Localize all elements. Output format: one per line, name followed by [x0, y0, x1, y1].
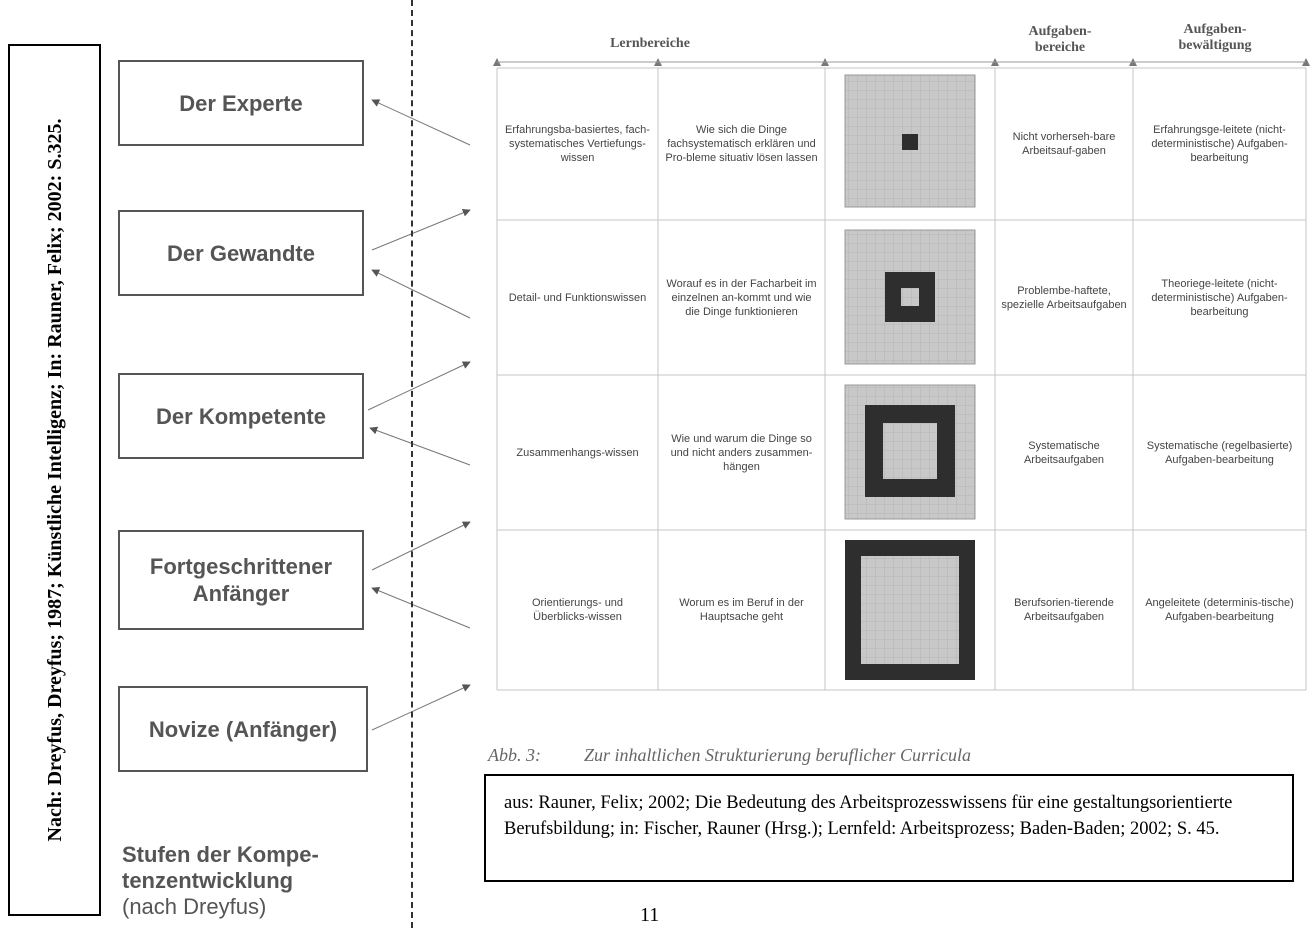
cell-r3-c4: Systematische Arbeitsaufgaben — [1023, 439, 1105, 466]
stage-box-fortgeschrittener: Fortgeschrittener Anfänger — [118, 530, 364, 630]
arrow-to-experte — [371, 99, 471, 146]
cell-r1-c4: Nicht vorherseh-bare Arbeitsauf-gaben — [1012, 131, 1116, 157]
arrow-from-kompetente — [367, 361, 471, 411]
arrow-to-kompetente — [369, 426, 471, 466]
cell-r3-c1: Zusammenhangs-wissen — [516, 446, 639, 459]
dashed-divider — [411, 0, 413, 928]
square-row-3 — [844, 384, 976, 520]
cell-r1-c5: Erfahrungsge-leitete (nicht-deterministi… — [1151, 124, 1288, 164]
page-number: 11 — [640, 904, 660, 926]
stage-connector-arrows — [367, 99, 471, 731]
citation-box: Nach: Dreyfus, Dreyfus; 1987; Künstliche… — [8, 44, 101, 916]
stages-title-bold: Stufen der Kompe-tenzentwicklung — [122, 842, 319, 893]
square-row-4 — [845, 540, 975, 680]
square-row-1 — [844, 74, 976, 208]
cell-r2-c5: Theoriege-leitete (nicht-deterministisch… — [1151, 277, 1288, 318]
cell-r3-c5: Systematische (regelbasierte) Aufgaben-b… — [1146, 439, 1293, 466]
cell-r2-c1: Detail- und Funktionswissen — [508, 291, 647, 304]
stage-box-kompetente: Der Kompetente — [118, 373, 364, 459]
arrow-from-novize — [371, 684, 471, 731]
cell-r2-c4: Problembe-haftete, spezielle Arbeitsaufg… — [1001, 284, 1127, 311]
stages-title: Stufen der Kompe-tenzentwicklung (nach D… — [122, 842, 422, 920]
cell-r4-c5: Angeleitete (determinis-tische) Aufgaben… — [1145, 597, 1294, 623]
stage-box-experte: Der Experte — [118, 60, 364, 146]
cell-r1-c1: Erfahrungsba-basiertes, fach-systematisc… — [505, 124, 650, 164]
curriculum-matrix — [493, 58, 1310, 691]
header-aufgabenbewaeltigung: Aufgaben-bewältigung — [1178, 22, 1252, 53]
arrow-to-gewandte — [371, 269, 471, 319]
arrow-to-fortgeschrittener — [371, 587, 471, 629]
stage-box-novize: Novize (Anfänger) — [118, 686, 368, 772]
source-box: aus: Rauner, Felix; 2002; Die Bedeutung … — [484, 774, 1294, 882]
cell-r1-c2: Wie sich die Dinge fachsystematisch erkl… — [665, 124, 818, 164]
cell-r3-c2: Wie und warum die Dinge so und nicht and… — [670, 432, 813, 473]
cell-r4-c2: Worum es im Beruf in der Hauptsache geht — [679, 597, 804, 623]
caption-number: Abb. 3: — [488, 745, 541, 765]
figure-caption: Abb. 3: Zur inhaltlichen Strukturierung b… — [488, 745, 1288, 766]
cell-r4-c4: Berufsorien-tierende Arbeitsaufgaben — [1014, 597, 1114, 623]
stage-box-gewandte: Der Gewandte — [118, 210, 364, 296]
arrow-from-gewandte — [371, 209, 471, 251]
cell-r4-c1: Orientierungs- und Überblicks-wissen — [531, 597, 624, 623]
caption-text: Zur inhaltlichen Strukturierung beruflic… — [584, 745, 971, 765]
arrow-from-fortgeschrittener — [371, 521, 471, 571]
stages-title-normal: (nach Dreyfus) — [122, 894, 267, 919]
square-row-2 — [844, 229, 976, 365]
header-aufgabenbereiche: Aufgaben-bereiche — [1028, 24, 1092, 55]
source-text: aus: Rauner, Felix; 2002; Die Bedeutung … — [504, 793, 1233, 839]
cell-r2-c2: Worauf es in der Facharbeit im einzelnen… — [666, 277, 817, 318]
header-lernbereiche: Lernbereiche — [610, 36, 690, 51]
